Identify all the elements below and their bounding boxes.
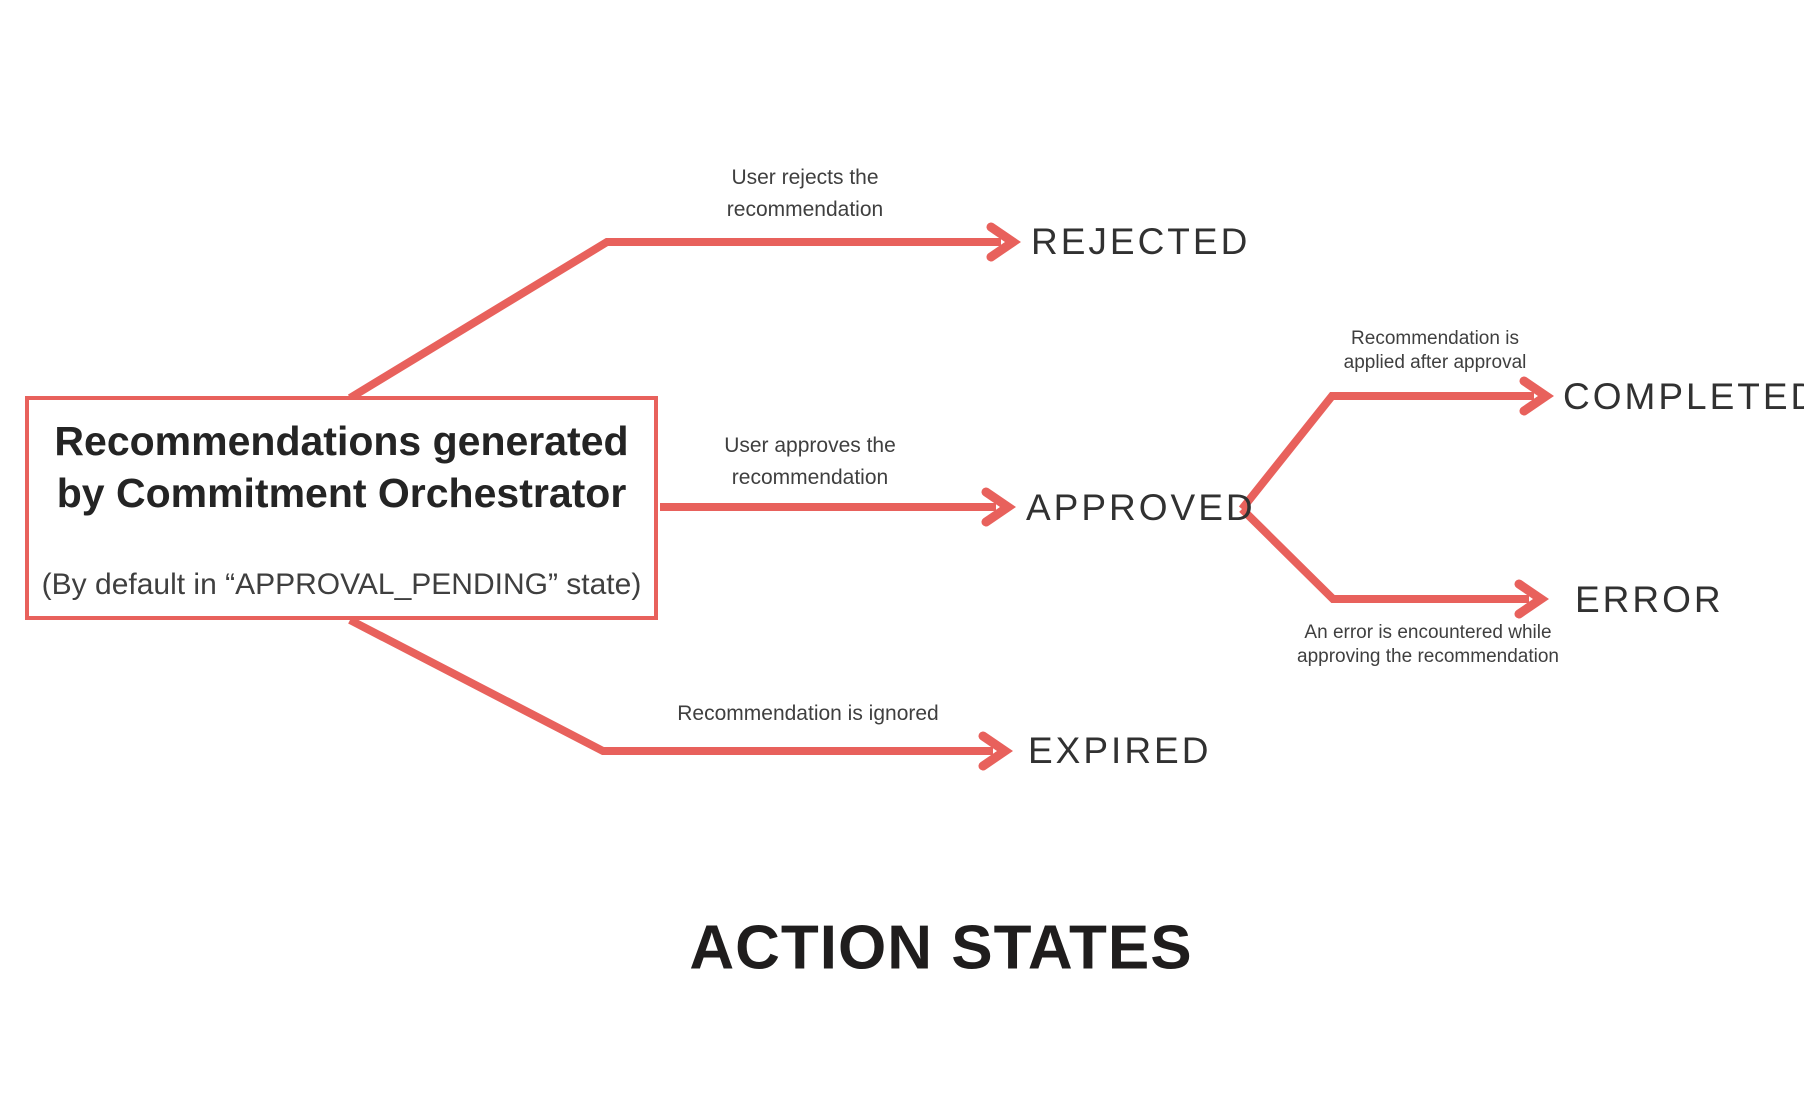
transition-approve-label: User approves the recommendation xyxy=(724,430,896,494)
arrowhead-expired-icon xyxy=(978,731,1013,771)
arrow-expired xyxy=(348,616,993,755)
source-box-title-line1: Recommendations generated xyxy=(54,418,629,464)
transition-error-label-line2: approving the recommendation xyxy=(1297,646,1559,667)
transition-reject-label-line1: User rejects the xyxy=(731,166,879,189)
transition-error-label: An error is encountered while approving … xyxy=(1297,621,1559,669)
arrow-error xyxy=(1239,506,1529,603)
source-box-subtitle: (By default in “APPROVAL_PENDING” state) xyxy=(41,568,642,601)
state-rejected: REJECTED xyxy=(1031,221,1251,262)
arrow-completed xyxy=(1238,392,1534,512)
transition-expire-label: Recommendation is ignored xyxy=(677,698,938,730)
diagram-title: ACTION STATES xyxy=(689,913,1193,983)
source-box-title-line2: by Commitment Orchestrator xyxy=(56,470,627,516)
state-approved: APPROVED xyxy=(1026,487,1256,528)
arrowhead-completed-icon xyxy=(1519,376,1554,416)
transition-approve-label-line2: recommendation xyxy=(731,466,889,489)
transition-reject-label-line2: recommendation xyxy=(726,198,884,221)
state-expired: EXPIRED xyxy=(1028,730,1212,771)
transition-complete-label: Recommendation is applied after approval xyxy=(1344,327,1527,375)
arrow-rejected xyxy=(347,238,1001,402)
transition-approve-label-line1: User approves the xyxy=(724,434,896,457)
source-state-box: Recommendations generated by Commitment … xyxy=(25,396,658,620)
state-completed: COMPLETED xyxy=(1563,376,1804,417)
transition-complete-label-line1: Recommendation is xyxy=(1351,328,1519,349)
transition-complete-label-line2: applied after approval xyxy=(1343,352,1527,373)
transition-expire-label-line1: Recommendation is ignored xyxy=(677,702,939,725)
state-error: ERROR xyxy=(1575,579,1724,620)
arrowhead-error-icon xyxy=(1514,579,1549,619)
transition-error-label-line1: An error is encountered while xyxy=(1304,622,1552,643)
transition-reject-label: User rejects the recommendation xyxy=(727,162,883,226)
arrowhead-approved-icon xyxy=(981,487,1016,527)
arrowhead-rejected-icon xyxy=(986,222,1021,262)
